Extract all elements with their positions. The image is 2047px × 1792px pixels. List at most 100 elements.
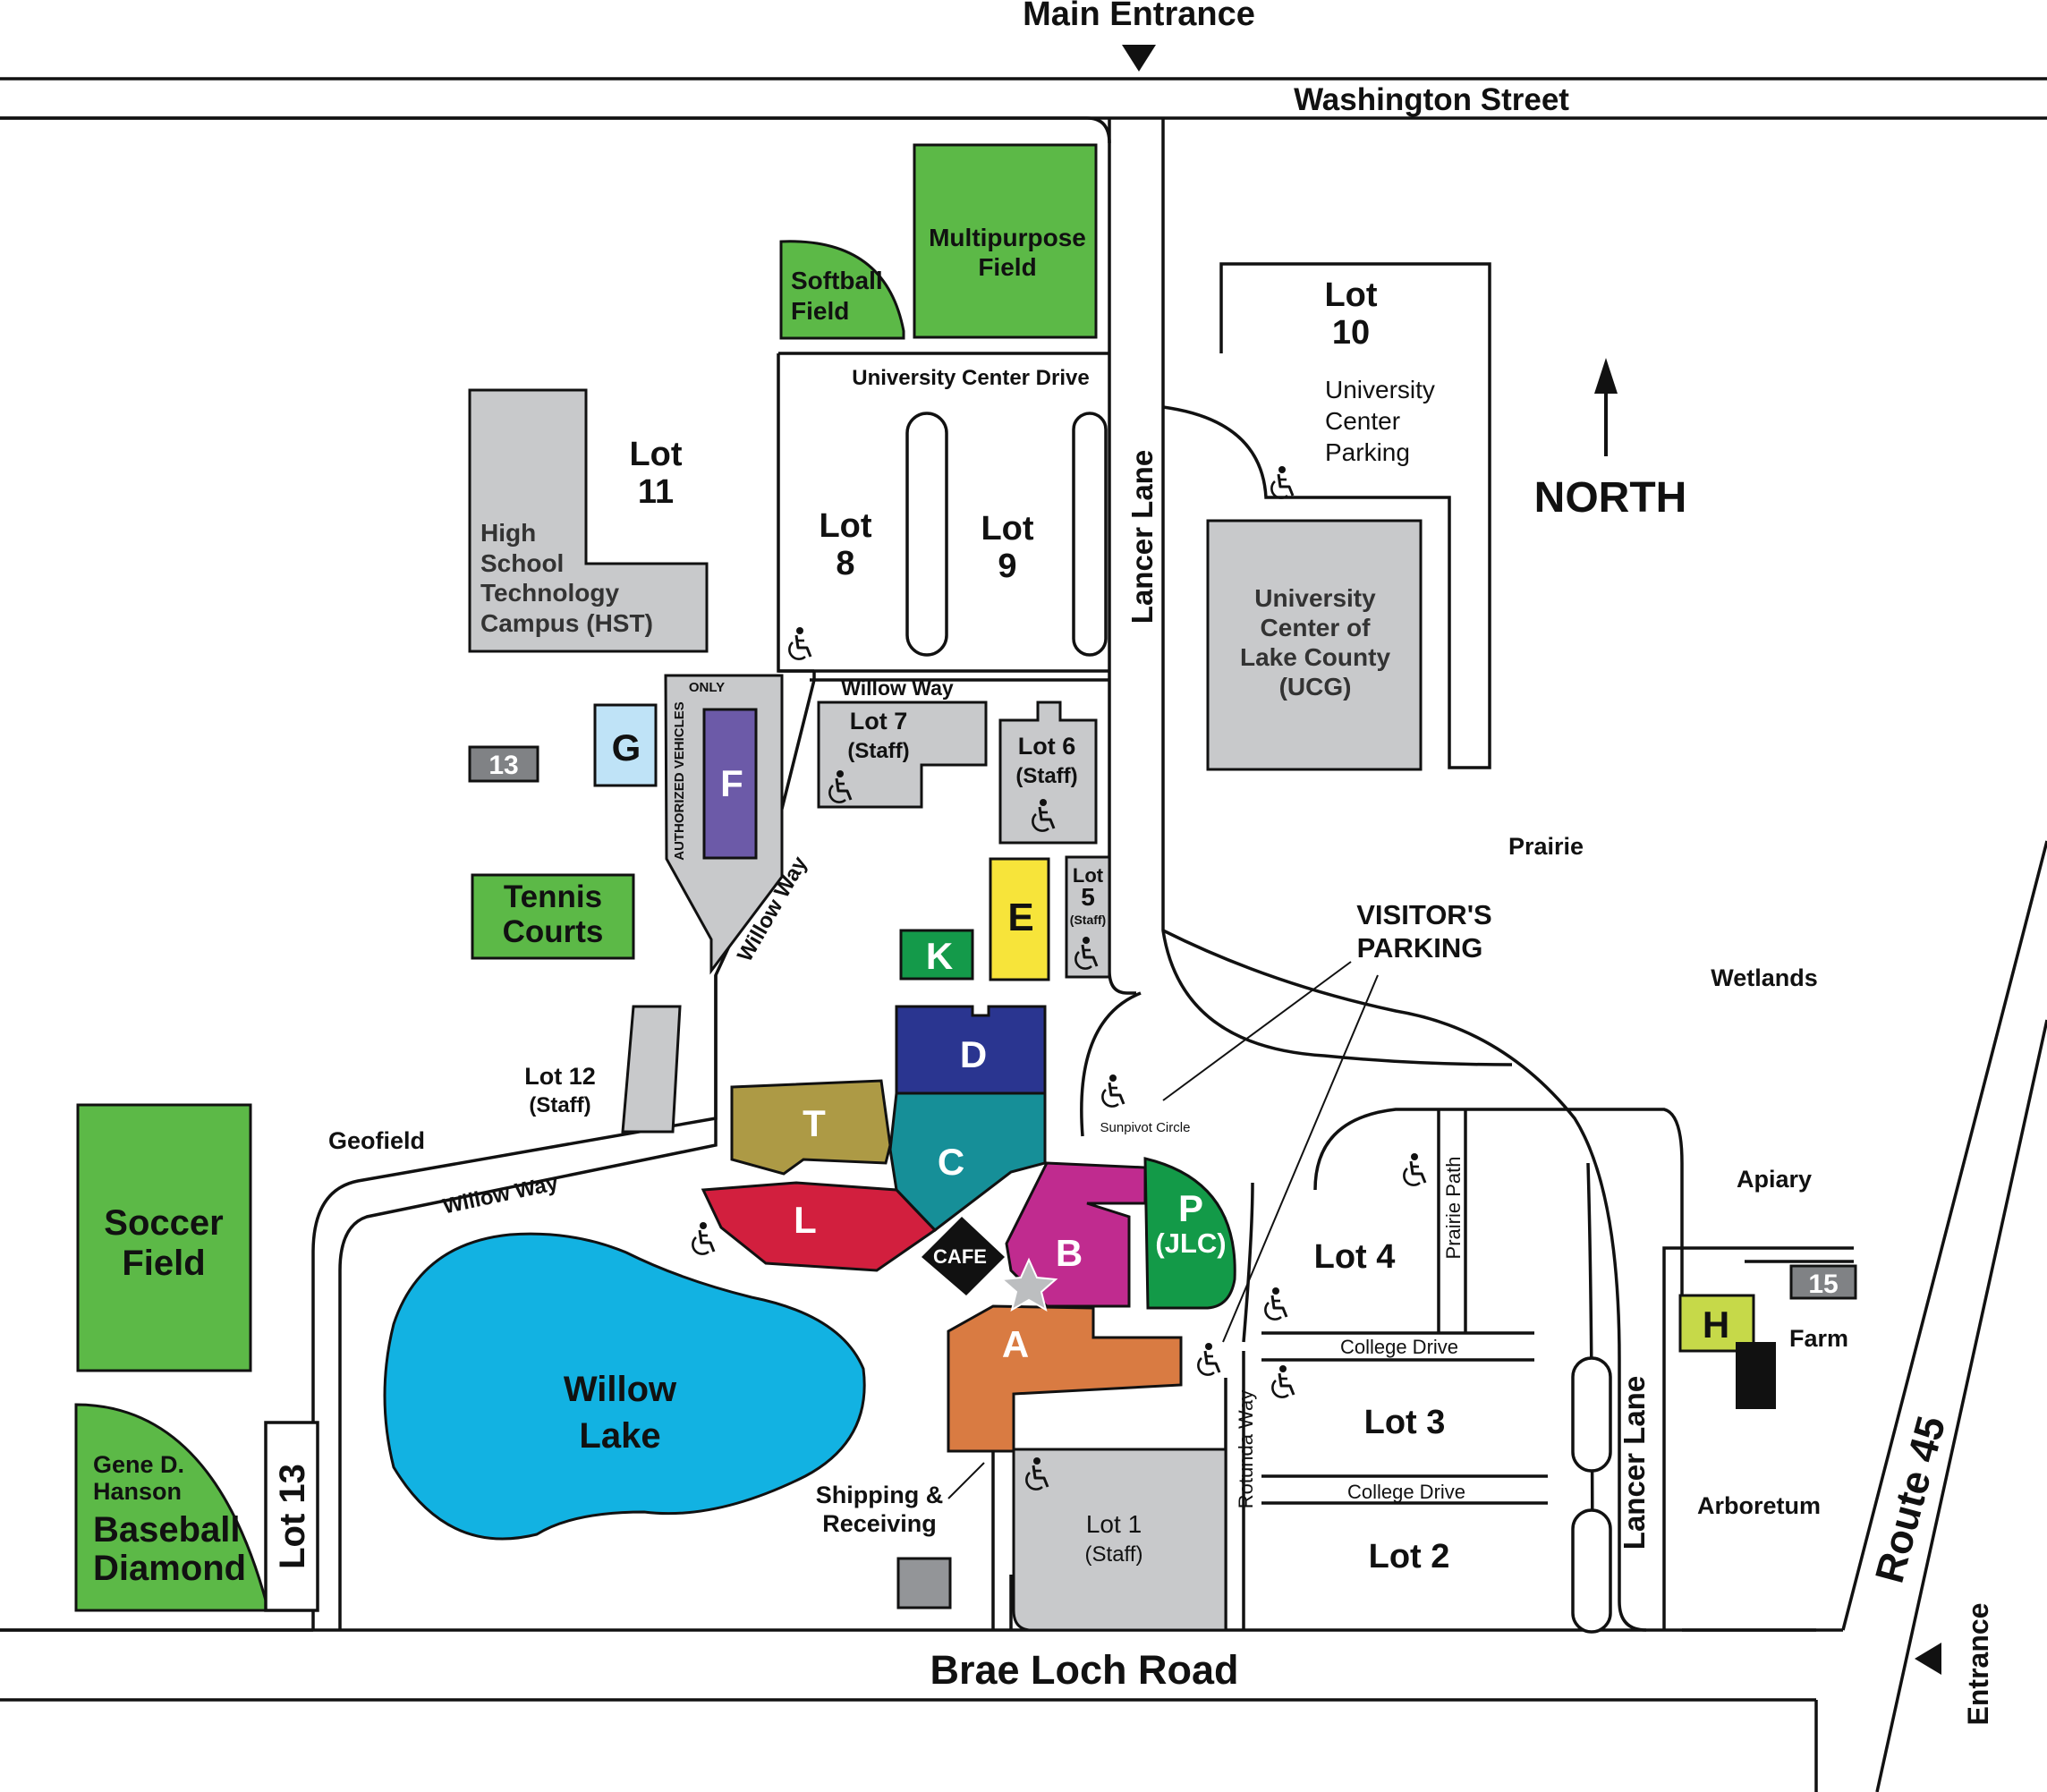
wheelchair-accessible-icon bbox=[691, 1220, 716, 1256]
willow-lake bbox=[383, 1232, 866, 1541]
softball-field bbox=[779, 240, 905, 340]
lot-6 bbox=[998, 701, 1098, 845]
box-13-label: 13 bbox=[488, 751, 518, 780]
washington-street-label: Washington Street bbox=[1294, 82, 1569, 117]
wheelchair-accessible-icon bbox=[787, 625, 812, 661]
rotunda-way-label: Rotunda Way bbox=[1235, 1390, 1257, 1508]
lot-5-label-1: Lot bbox=[1073, 864, 1104, 887]
baseball-diamond bbox=[74, 1403, 270, 1612]
lot-10-sub-3: Parking bbox=[1325, 438, 1410, 466]
building-p-label: P bbox=[1178, 1187, 1203, 1229]
ucg-building bbox=[1206, 519, 1423, 771]
main-entrance-arrow-icon bbox=[1122, 45, 1156, 72]
building-c bbox=[888, 1091, 1047, 1233]
wheelchair-accessible-icon bbox=[1270, 464, 1295, 500]
wheelchair-accessible-icon bbox=[1263, 1286, 1288, 1321]
lot-6-label-1: Lot 6 bbox=[1018, 733, 1076, 760]
building-g-label: G bbox=[612, 726, 641, 769]
lot-12 bbox=[621, 1005, 682, 1134]
building-l bbox=[701, 1181, 938, 1272]
visitors-parking-label-1: VISITOR'S bbox=[1356, 899, 1492, 930]
building-p-jlc-label: (JLC) bbox=[1155, 1227, 1226, 1259]
hst-building bbox=[468, 388, 709, 653]
north-arrow-icon bbox=[1594, 358, 1618, 456]
building-f bbox=[702, 708, 758, 860]
sunpivot-circle-label: Sunpivot Circle bbox=[1100, 1120, 1191, 1135]
prairie-path-label: Prairie Path bbox=[1442, 1157, 1465, 1260]
hst-label-3: Technology bbox=[480, 579, 619, 607]
visitors-parking-leader-2 bbox=[1222, 974, 1379, 1343]
lot-2-label: Lot 2 bbox=[1369, 1538, 1450, 1575]
farm-label: Farm bbox=[1789, 1325, 1848, 1352]
arboretum-label: Arboretum bbox=[1697, 1492, 1821, 1519]
lot-4-label: Lot 4 bbox=[1314, 1238, 1396, 1276]
building-a-label: A bbox=[1002, 1323, 1029, 1365]
lot-12-label-2: (Staff) bbox=[529, 1093, 590, 1117]
lot-3-label: Lot 3 bbox=[1364, 1404, 1446, 1441]
building-d-label: D bbox=[960, 1033, 987, 1075]
north-label: NORTH bbox=[1534, 474, 1687, 522]
softball-label-2: Field bbox=[791, 297, 849, 325]
lot-5-label-2: 5 bbox=[1081, 883, 1095, 911]
lot-7-label-1: Lot 7 bbox=[850, 708, 908, 735]
cafe-label: CAFE bbox=[933, 1245, 987, 1268]
lot-13-label: Lot 13 bbox=[273, 1464, 312, 1569]
lancer-lane-island bbox=[1571, 1356, 1612, 1473]
hst-label-1: High bbox=[480, 519, 536, 547]
lancer-lane-south-label: Lancer Lane bbox=[1618, 1376, 1651, 1550]
campus-road-outlines bbox=[0, 116, 1854, 1632]
building-b-label: B bbox=[1056, 1232, 1083, 1274]
ucg-label-1: University bbox=[1254, 584, 1376, 612]
willow-lake-label-1: Willow bbox=[564, 1370, 677, 1409]
lot-11-label-1: Lot bbox=[629, 436, 682, 473]
main-entrance-label: Main Entrance bbox=[1023, 0, 1255, 33]
cafe-building bbox=[922, 1217, 1005, 1295]
building-a bbox=[947, 1304, 1183, 1453]
shipping-receiving-label-2: Receiving bbox=[822, 1510, 937, 1537]
lot-13-box bbox=[264, 1421, 319, 1612]
building-t bbox=[730, 1079, 892, 1176]
soccer-field bbox=[76, 1103, 252, 1372]
college-drive-label-1: College Drive bbox=[1340, 1336, 1458, 1358]
only-label: ONLY bbox=[689, 680, 725, 695]
box-15-label: 15 bbox=[1808, 1270, 1838, 1299]
lot-7-label-2: (Staff) bbox=[847, 739, 909, 763]
baseball-label-2: Hanson bbox=[93, 1478, 182, 1505]
lot-11-label-2: 11 bbox=[638, 473, 674, 511]
brae-loch-road-label: Brae Loch Road bbox=[930, 1647, 1238, 1693]
lot-2-island bbox=[1571, 1508, 1612, 1634]
route-45-entrance-arrow-icon bbox=[1915, 1643, 1941, 1675]
softball-label-1: Softball bbox=[791, 267, 883, 294]
lot-10-label-1: Lot bbox=[1324, 276, 1377, 314]
visitors-parking-label-2: PARKING bbox=[1357, 932, 1483, 964]
route-45-road bbox=[1814, 840, 2047, 1792]
farm-building bbox=[1736, 1342, 1776, 1409]
building-e bbox=[989, 857, 1050, 981]
box-15 bbox=[1789, 1264, 1857, 1300]
lot-10-sub-1: University bbox=[1325, 376, 1435, 403]
building-t-label: T bbox=[803, 1102, 826, 1144]
washington-street-road bbox=[0, 77, 2047, 120]
lot-5-label-3: (Staff) bbox=[1070, 913, 1106, 927]
willow-way-north-label: Willow Way bbox=[841, 676, 954, 700]
wheelchair-accessible-icon bbox=[1196, 1341, 1221, 1377]
apiary-label: Apiary bbox=[1737, 1166, 1812, 1193]
soccer-label-2: Field bbox=[122, 1244, 205, 1283]
visitors-parking-leader-1 bbox=[1162, 961, 1352, 1101]
prairie-label: Prairie bbox=[1508, 833, 1584, 860]
lot-10-sub-2: Center bbox=[1325, 407, 1400, 435]
baseball-label-4: Diamond bbox=[93, 1549, 246, 1588]
building-l-label: L bbox=[794, 1199, 817, 1241]
ucg-label-2: Center of bbox=[1261, 614, 1372, 641]
hst-label-4: Campus (HST) bbox=[480, 609, 653, 637]
tennis-label-2: Courts bbox=[503, 914, 604, 949]
wheelchair-accessible-icon bbox=[1270, 1363, 1295, 1399]
wetlands-label: Wetlands bbox=[1711, 964, 1818, 991]
lot-1-label: Lot 1 bbox=[1086, 1510, 1142, 1538]
lot-1 bbox=[1012, 1448, 1227, 1632]
wheelchair-accessible-icon bbox=[1402, 1151, 1427, 1187]
willow-way-south-label: Willow Way bbox=[441, 1171, 561, 1219]
lot-10-label-2: 10 bbox=[1332, 314, 1370, 352]
multipurpose-field bbox=[913, 143, 1098, 339]
